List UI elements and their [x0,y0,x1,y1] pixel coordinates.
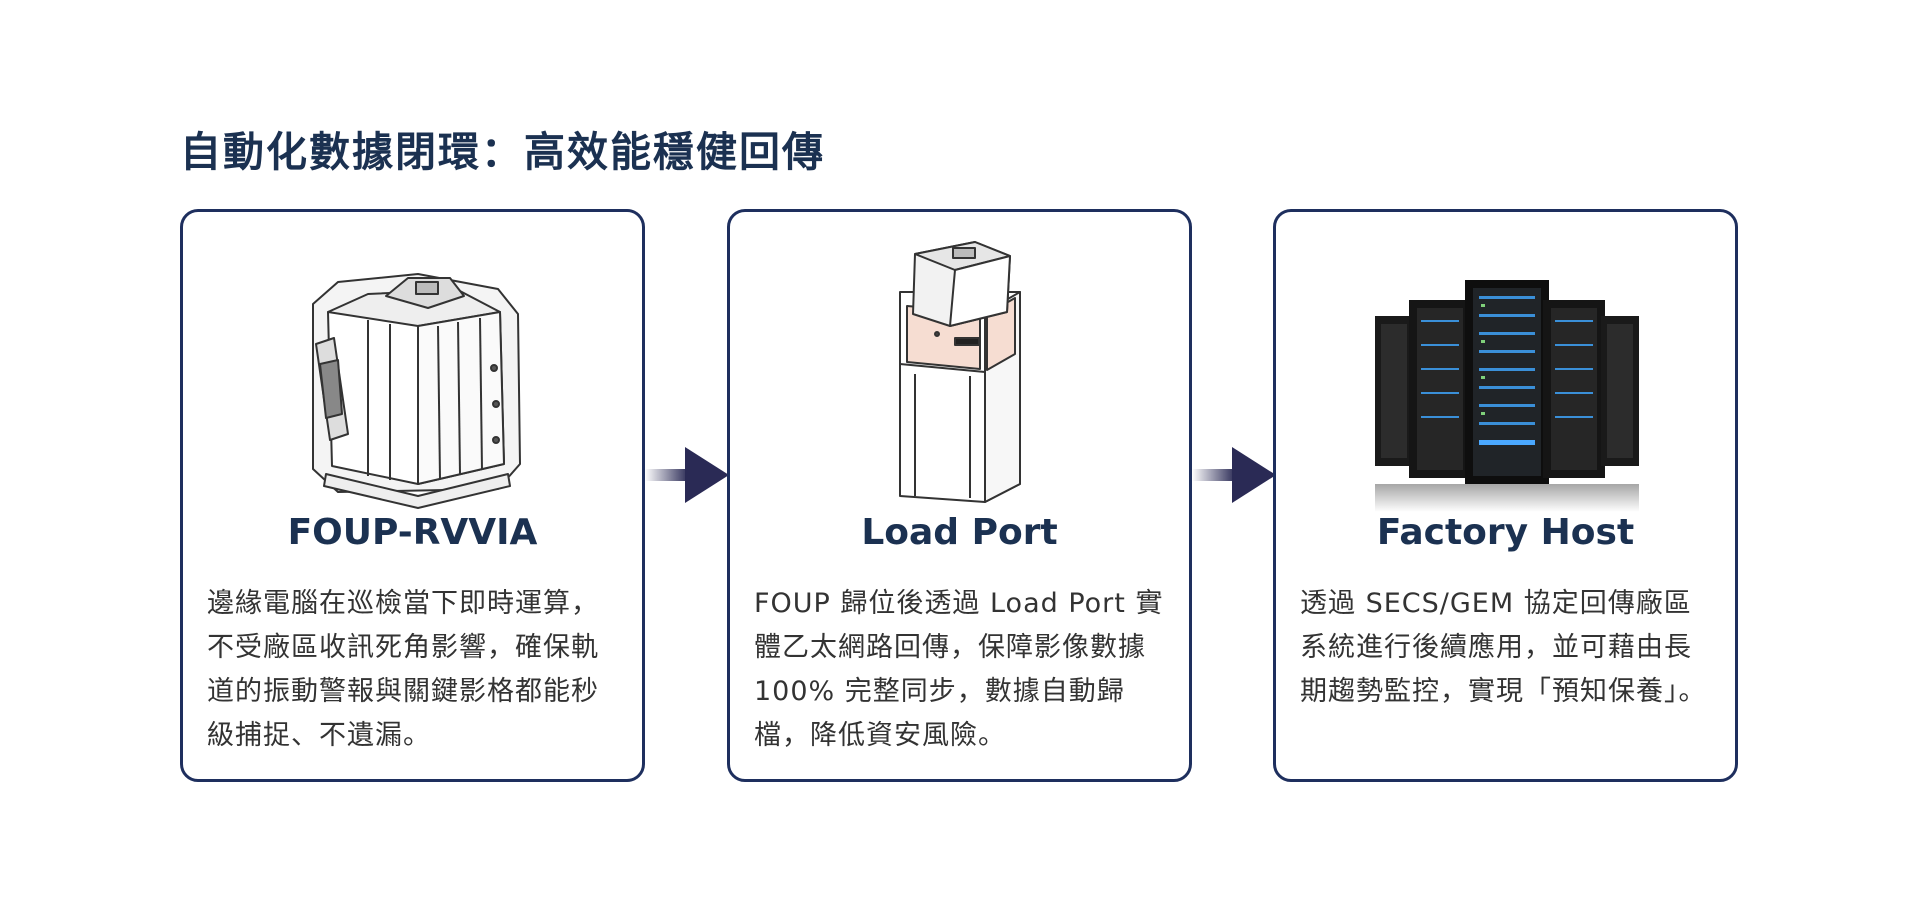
step-description: FOUP 歸位後透過 Load Port 實體乙太網路回傳，保障影像數據 100… [754,588,1164,751]
load-port-icon [898,241,1021,503]
page-title: 自動化數據閉環：高效能穩健回傳 [180,128,825,176]
step-description: 透過 SECS/GEM 協定回傳廠區系統進行後續應用，並可藉由長期趨勢監控，實現… [1300,588,1707,707]
right-arrow-icon [645,447,729,503]
foup-device-icon [311,273,521,509]
step-title: FOUP-RVVIA [287,512,538,553]
step-card-factory-host: Factory Host 透過 SECS/GEM 協定回傳廠區系統進行後續應用，… [1273,209,1738,782]
step-description: 邊緣電腦在巡檢當下即時運算，不受廠區收訊死角影響，確保軌道的振動警報與關鍵影格都… [207,588,599,751]
step-card-load-port: Load Port FOUP 歸位後透過 Load Port 實體乙太網路回傳，… [727,209,1192,782]
server-rack-icon [1374,280,1639,512]
step-card-foup: FOUP-RVVIA 邊緣電腦在巡檢當下即時運算，不受廠區收訊死角影響，確保軌道… [180,209,645,782]
step-title: Load Port [861,512,1058,553]
step-title: Factory Host [1376,512,1635,553]
right-arrow-icon [1192,447,1276,503]
